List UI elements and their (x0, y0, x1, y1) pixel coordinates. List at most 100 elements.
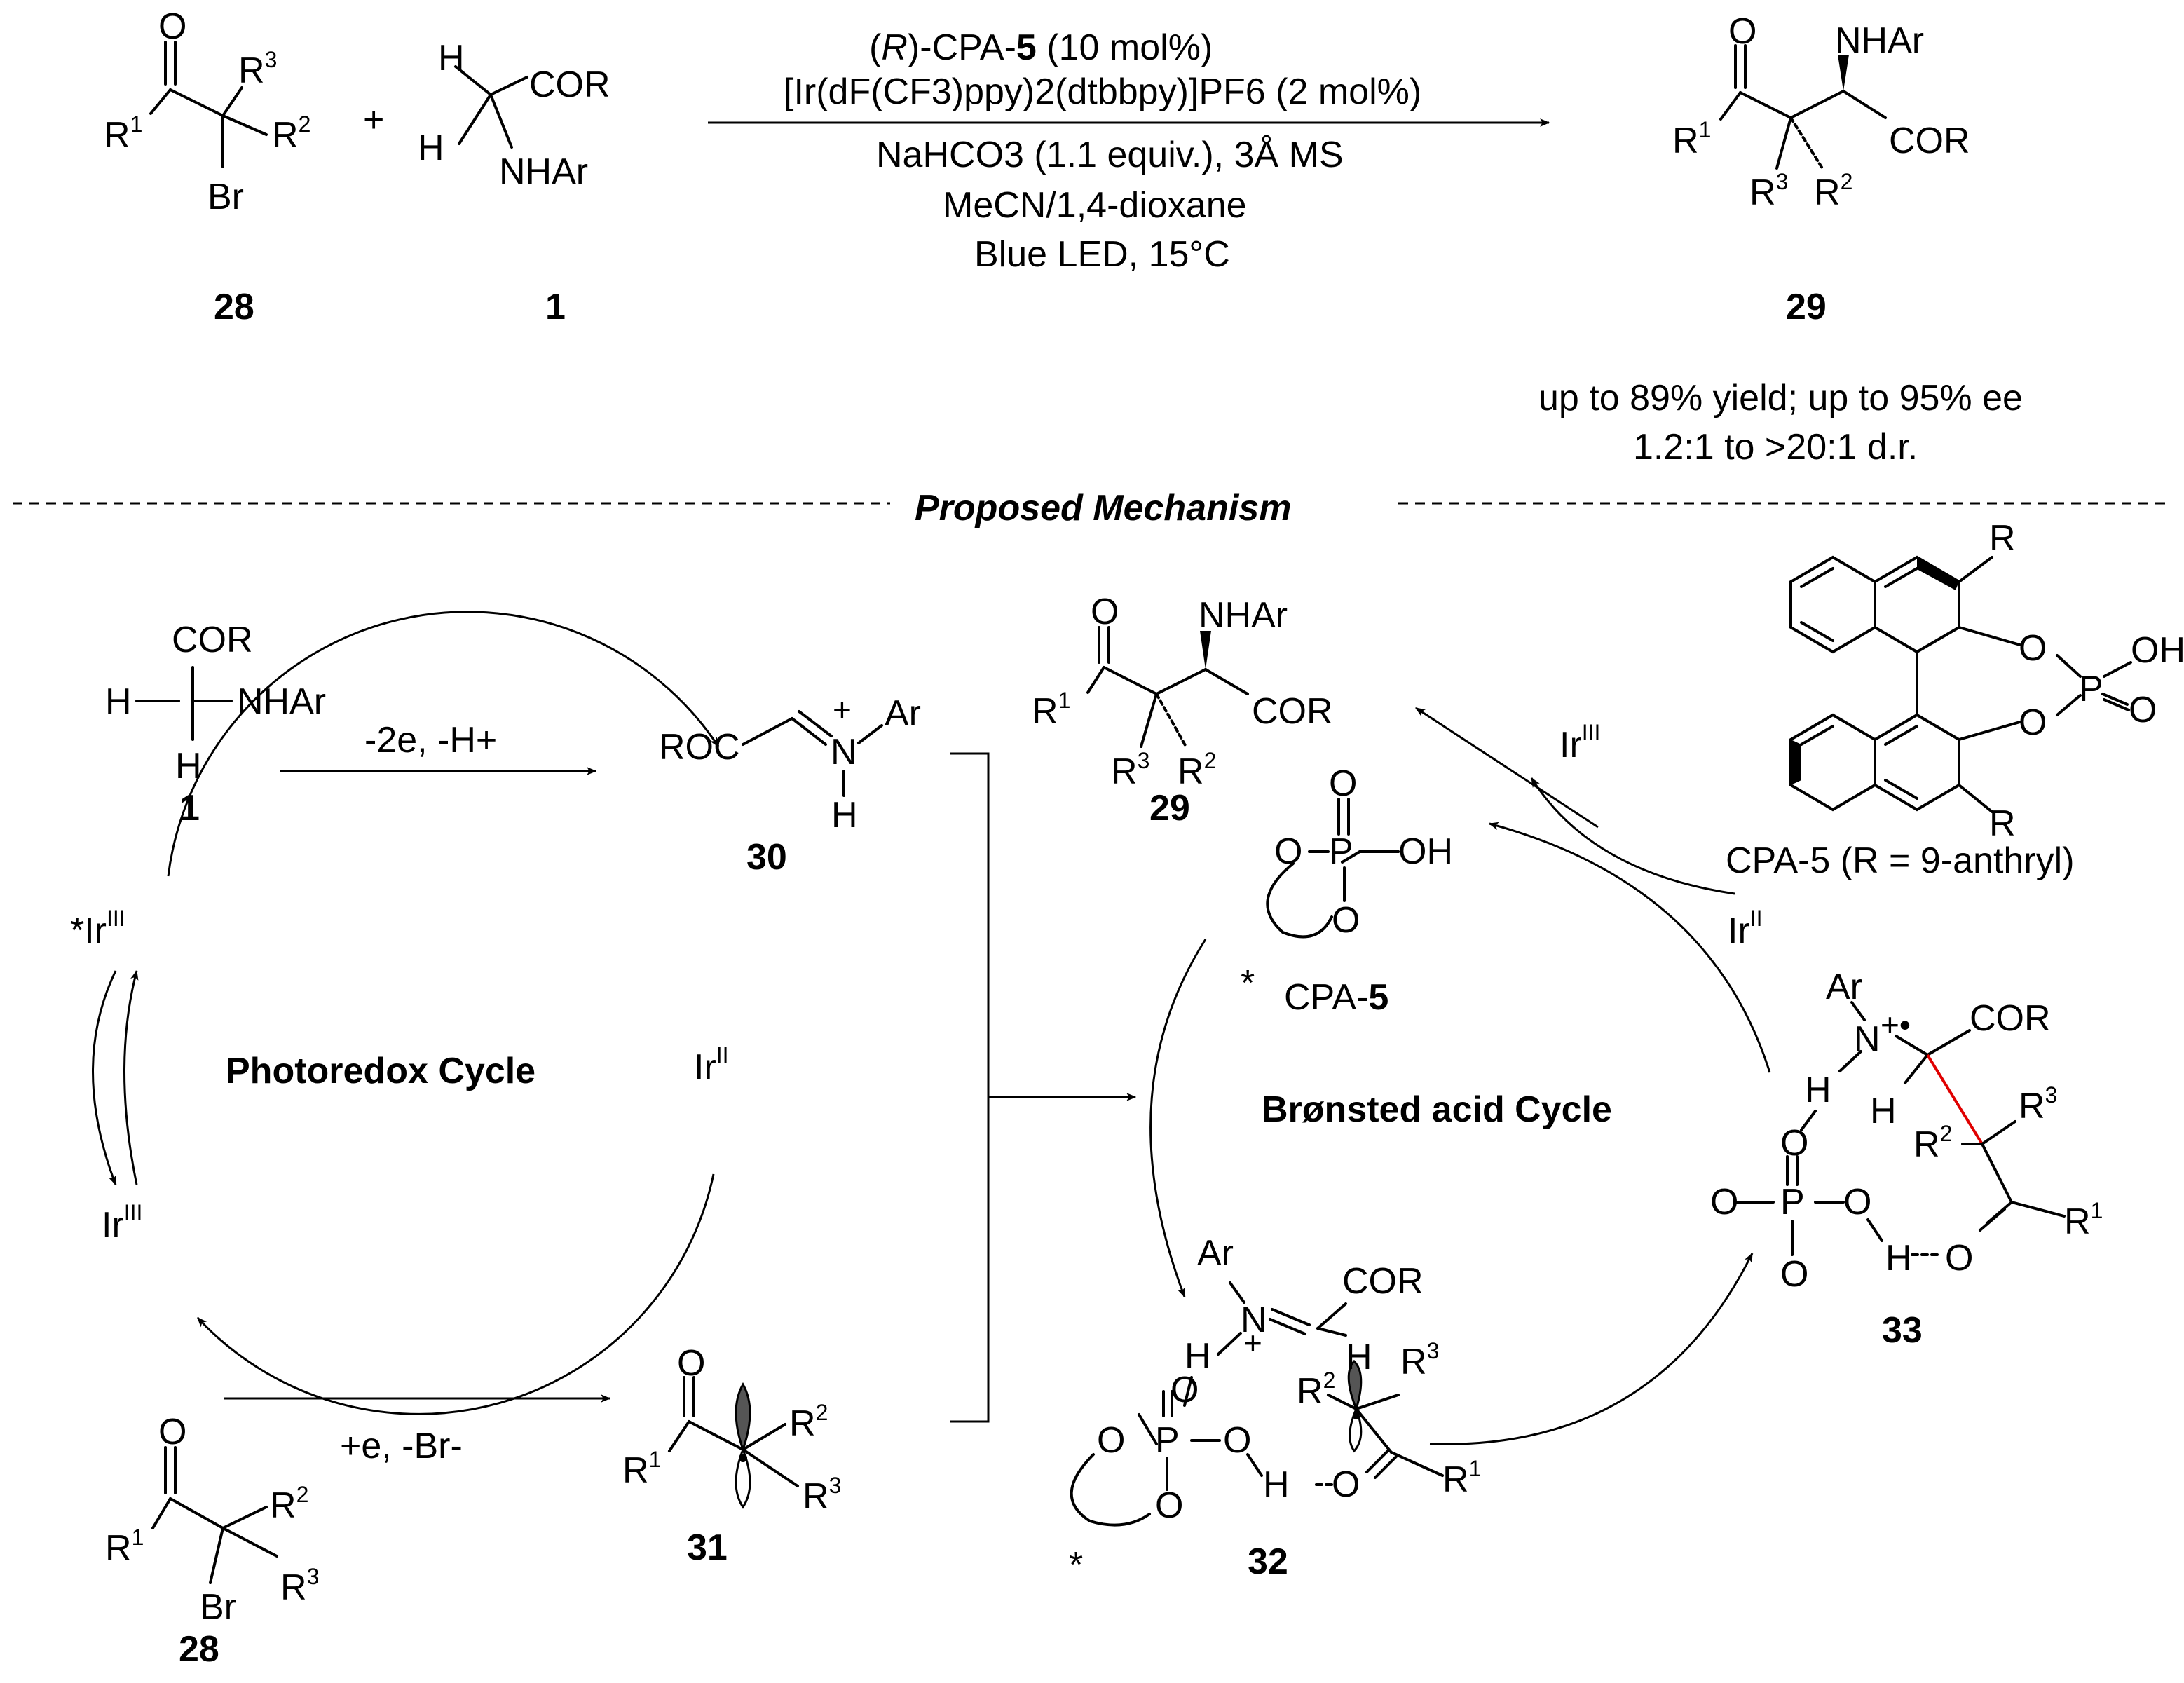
svg-text:R3: R3 (803, 1473, 841, 1517)
svg-text:Ar: Ar (1826, 967, 1862, 1007)
svg-text:O: O (1332, 1464, 1360, 1505)
svg-text:R3: R3 (1749, 169, 1788, 213)
svg-text:COR: COR (529, 64, 610, 105)
svg-text:O: O (1710, 1182, 1738, 1222)
svg-text:P: P (2079, 669, 2103, 709)
svg-text:OH: OH (1398, 831, 1453, 872)
iminium-30-label: 30 (746, 837, 787, 878)
svg-text:MeCN/1,4-dioxane: MeCN/1,4-dioxane (943, 185, 1247, 226)
svg-text:R1: R1 (1442, 1456, 1481, 1500)
svg-text:O: O (1728, 11, 1756, 52)
svg-text:R3: R3 (238, 47, 277, 91)
bronsted-cycle-title: Brønsted acid Cycle (1262, 1089, 1612, 1130)
svg-text:R2: R2 (272, 111, 310, 156)
svg-text:H: H (438, 38, 465, 79)
reactant-28-label: 28 (214, 287, 254, 327)
svg-text:P: P (1780, 1182, 1805, 1222)
svg-text:Br: Br (207, 177, 244, 217)
glycine-1-structure: COR H NHAr H (105, 620, 326, 786)
radical-31-label: 31 (687, 1527, 728, 1568)
ir-reduced-label: IrII (694, 1042, 729, 1088)
photoredox-cycle-title: Photoredox Cycle (226, 1051, 535, 1091)
svg-text:R3: R3 (280, 1564, 319, 1608)
svg-text:O: O (1155, 1485, 1183, 1526)
svg-text:O: O (2019, 628, 2047, 669)
product-29-label: 29 (1786, 287, 1827, 327)
svg-text:O: O (1780, 1254, 1808, 1295)
product-29-structure: O R1 NHAr COR R3 R2 (1672, 11, 1970, 213)
svg-text:COR: COR (1342, 1261, 1424, 1302)
svg-text:P: P (1329, 831, 1353, 872)
svg-text:R: R (1989, 803, 2016, 844)
svg-text:Blue LED, 15°C: Blue LED, 15°C (974, 234, 1230, 275)
svg-text:Ar: Ar (885, 693, 921, 734)
excitation-arrow-up (123, 969, 139, 1185)
reduction-step-label: +e, -Br- (340, 1426, 463, 1466)
svg-text:H: H (1805, 1070, 1831, 1110)
svg-text:O: O (1945, 1238, 1973, 1279)
svg-text:R1: R1 (105, 1525, 144, 1569)
photoredox-arc-bottom (196, 1173, 715, 1415)
svg-text:R2: R2 (1297, 1368, 1335, 1412)
svg-text:P: P (1155, 1420, 1180, 1461)
svg-text:O: O (158, 1412, 186, 1452)
svg-text:ROC: ROC (659, 727, 740, 768)
svg-text:R2: R2 (1913, 1121, 1952, 1165)
ir-turnover-arc (1530, 777, 1735, 895)
svg-text:R: R (1989, 518, 2016, 559)
iminium-30-structure: ROC N + Ar H (659, 691, 921, 836)
ir-ground-label: IrIII (102, 1200, 142, 1246)
svg-text:*: * (1241, 963, 1255, 1004)
svg-text:NHAr: NHAr (1199, 595, 1288, 636)
svg-text:O: O (1274, 831, 1302, 872)
bronsted-arc-left (1149, 939, 1207, 1298)
ir-excited-label: *IrIII (70, 906, 125, 951)
svg-text:O: O (677, 1343, 705, 1384)
cpa5-label: CPA-5 (1284, 977, 1388, 1018)
svg-text:+•: +• (1881, 1007, 1911, 1043)
svg-text:H: H (831, 795, 858, 836)
svg-text:R1: R1 (1032, 688, 1070, 732)
svg-text:R2: R2 (1178, 748, 1216, 792)
svg-text:N: N (1854, 1019, 1881, 1060)
svg-text:Br: Br (200, 1587, 236, 1628)
svg-text:O: O (1329, 763, 1357, 804)
product-29-mech-structure: O R1 NHAr COR R3 R2 (1032, 592, 1333, 792)
svg-text:(R)-CPA-5 (10 mol%): (R)-CPA-5 (10 mol%) (869, 27, 1213, 68)
svg-text:O: O (158, 6, 186, 47)
svg-text:+: + (1243, 1325, 1262, 1361)
product-29-mech-label: 29 (1149, 788, 1190, 829)
merge-bracket (950, 752, 990, 1423)
svg-text:H: H (1885, 1238, 1912, 1279)
yield-ee-text: up to 89% yield; up to 95% ee (1538, 378, 2023, 418)
svg-text:H: H (1185, 1336, 1211, 1377)
svg-text:NHAr: NHAr (499, 151, 588, 192)
svg-text:O: O (1332, 900, 1360, 941)
reaction-conditions: (R)-CPA-5 (10 mol%) [Ir(dF(CF3)ppy)2(dtb… (784, 27, 1421, 275)
svg-text:R3: R3 (1111, 748, 1149, 792)
ir-turnover-bottom-label: IrII (1728, 906, 1763, 951)
svg-text:*: * (1069, 1545, 1083, 1586)
svg-text:H: H (418, 128, 444, 168)
svg-text:+: + (833, 691, 852, 728)
svg-text:Ar: Ar (1197, 1233, 1234, 1274)
svg-text:H: H (105, 681, 132, 722)
svg-text:NHAr: NHAr (237, 681, 326, 722)
svg-text:H: H (1346, 1337, 1372, 1377)
reactant-28-structure: O R1 R3 R2 Br (104, 6, 310, 217)
svg-text:[Ir(dF(CF3)ppy)2(dtbbpy)]PF6 (: [Ir(dF(CF3)ppy)2(dtbbpy)]PF6 (2 mol%) (784, 71, 1421, 112)
svg-text:R3: R3 (2019, 1082, 2057, 1126)
svg-text:O: O (1171, 1370, 1199, 1410)
photoredox-arc-top (167, 611, 720, 877)
svg-text:R1: R1 (1672, 117, 1711, 161)
svg-text:O: O (1097, 1420, 1125, 1461)
dr-text: 1.2:1 to >20:1 d.r. (1633, 427, 1918, 468)
svg-text:COR: COR (1970, 998, 2051, 1039)
svg-text:NaHCO3 (1.1 equiv.), 3Å MS: NaHCO3 (1.1 equiv.), 3Å MS (876, 135, 1344, 175)
svg-text:R3: R3 (1400, 1338, 1439, 1382)
radical-31-structure: O R1 R2 R3 (622, 1343, 841, 1517)
svg-text:O: O (1843, 1182, 1871, 1222)
oxidation-step-label: -2e, -H+ (364, 720, 497, 761)
complex-32-structure: Ar N + COR H H O O P O O H O R2 R3 R1 * (1069, 1233, 1481, 1586)
